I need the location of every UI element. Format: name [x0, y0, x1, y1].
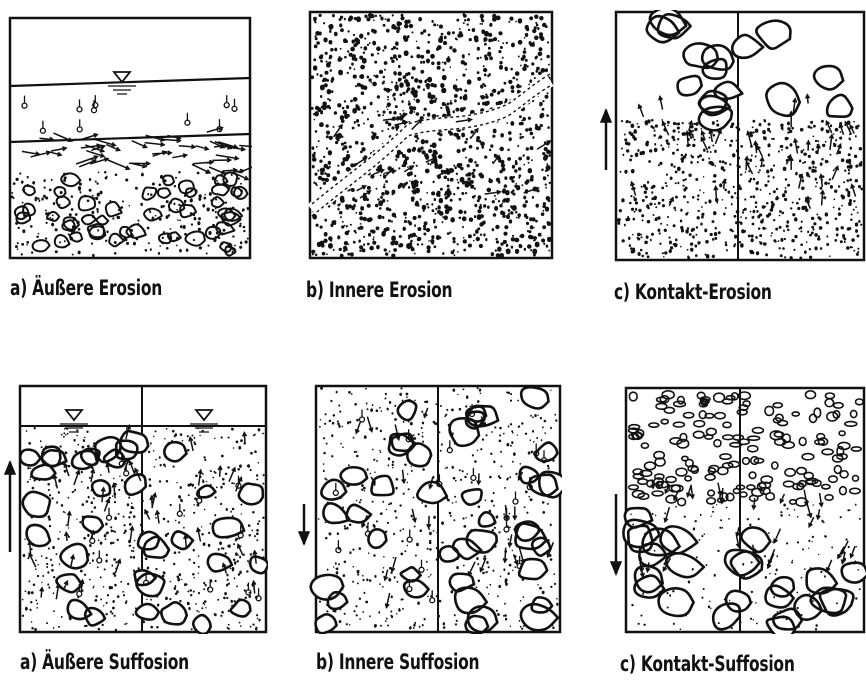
panel-innere-erosion: [308, 10, 554, 260]
caption-kontakt-suffosion: c) Kontakt-Suffosion: [620, 652, 795, 676]
flow-arrowhead: [299, 532, 309, 544]
caption-kontakt-erosion: c) Kontakt-Erosion: [614, 280, 772, 304]
caption-innere-suffosion: b) Innere Suffosion: [316, 650, 479, 674]
stone-grains: [623, 508, 866, 634]
water-level-icon: [66, 410, 82, 420]
stone-grains: [15, 173, 248, 256]
panel-kontakt-erosion: [598, 10, 866, 262]
stone-grains: [20, 431, 268, 634]
water-level-icon: [196, 410, 212, 420]
sand-grains: [629, 391, 863, 506]
panel-innere-suffosion: [296, 384, 562, 634]
caption-aeussere-erosion: a) Äußere Erosion: [10, 276, 162, 300]
flow-arrowhead: [5, 462, 15, 474]
migrating-particles: [22, 95, 237, 133]
panel-aeussere-erosion: [8, 16, 252, 260]
caption-innere-erosion: b) Innere Erosion: [306, 278, 452, 302]
flow-arrowhead: [601, 110, 611, 122]
fine-grain-dots: [617, 119, 863, 260]
panel-aeussere-suffosion: [2, 382, 268, 634]
caption-aeussere-suffosion: a) Äußere Suffosion: [20, 650, 189, 674]
flow-arrowhead: [611, 562, 621, 574]
panel-frame: [310, 12, 552, 258]
migrating-particles: [333, 404, 546, 603]
water-level-icon: [114, 72, 130, 82]
particle-flow-arrows: [631, 95, 856, 209]
water-surface-lines: [10, 78, 250, 142]
fine-grain-dots: [310, 13, 551, 258]
water-ripples: [108, 86, 136, 94]
stone-grains: [647, 10, 853, 130]
panel-kontakt-suffosion: [610, 384, 866, 634]
